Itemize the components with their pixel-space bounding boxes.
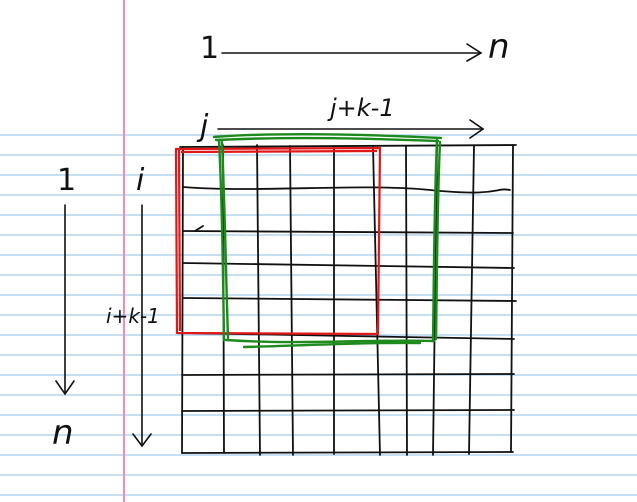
grid-row-line [179, 144, 517, 148]
top-end-label: n [488, 27, 510, 67]
red-window-box [174, 146, 382, 336]
green-box-right [434, 140, 442, 341]
grid-row-line [182, 230, 514, 234]
col-start-label: j [196, 109, 209, 144]
grid-col-line [510, 144, 514, 453]
row-axis-arrow-head [132, 433, 152, 448]
grid-col-line [181, 146, 184, 454]
grid-row-line [182, 262, 515, 269]
green-box-bottom [242, 341, 422, 349]
row-start-label: i [136, 163, 145, 198]
grid-row-line [181, 451, 514, 454]
red-box-stroke [180, 149, 378, 154]
green-box-top [212, 132, 443, 140]
grid-tick-mark [194, 225, 204, 232]
column-axis-arrow-head [469, 119, 485, 139]
red-box-outline [174, 146, 382, 336]
grid-col-line [468, 145, 475, 455]
green-box-left [217, 138, 226, 342]
grid-col-line [256, 144, 261, 456]
grid-row-line [181, 373, 515, 376]
left-end-label: n [52, 413, 74, 453]
left-axis [55, 204, 75, 396]
col-end-label: j+k-1 [327, 94, 395, 122]
green-box-bottom [224, 338, 436, 344]
top-axis-arrow-head [466, 43, 483, 62]
green-box-top [214, 136, 440, 143]
top-start-label: 1 [200, 31, 219, 66]
grid-col-line [405, 145, 408, 456]
grid-row-line [182, 297, 517, 302]
green-box-right [431, 138, 439, 343]
row-end-label: i+k-1 [106, 304, 160, 328]
top-axis [221, 43, 483, 62]
matrix-grid [179, 144, 517, 456]
row-axis [132, 204, 152, 448]
left-start-label: 1 [57, 163, 76, 198]
grid-col-line [372, 145, 381, 456]
grid-row-line [181, 409, 515, 412]
left-axis-arrow-head [55, 380, 75, 396]
green-window-box [212, 132, 443, 349]
green-box-left [220, 140, 230, 340]
red-box-stroke [177, 149, 182, 332]
grid-col-line [289, 145, 294, 456]
grid-row-line [182, 186, 511, 194]
column-axis [217, 119, 485, 139]
